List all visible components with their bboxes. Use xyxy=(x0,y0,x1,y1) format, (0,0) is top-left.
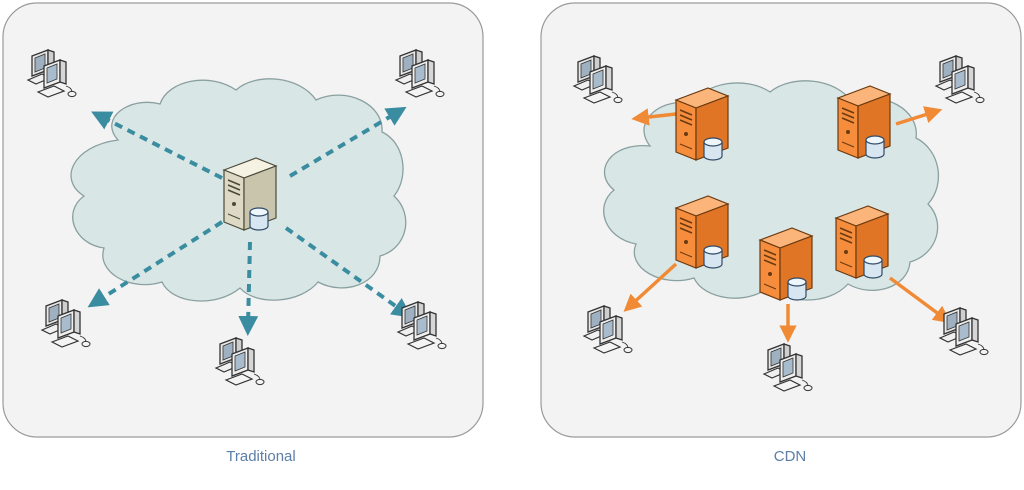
arrow-to-client-bottom-right xyxy=(284,226,413,318)
arrow-to-client-bottom-center xyxy=(238,241,259,336)
arrow-to-client-top-left xyxy=(91,111,223,180)
edge-server xyxy=(835,205,889,279)
database-icon xyxy=(249,207,269,231)
arrow-edge3-to-client xyxy=(623,262,678,312)
arrow-to-client-bottom-left xyxy=(87,220,224,308)
arrow-edge1-to-client xyxy=(631,108,677,126)
database-icon xyxy=(787,277,807,301)
panel-cdn xyxy=(540,2,1022,438)
arrow-to-client-top-right xyxy=(288,106,407,178)
panel-traditional xyxy=(2,2,484,438)
database-icon xyxy=(863,255,883,279)
caption-cdn: CDN xyxy=(773,448,807,465)
edge-server xyxy=(759,227,813,301)
arrow-edge2-to-client xyxy=(895,106,943,126)
database-icon xyxy=(865,135,885,159)
caption-traditional: Traditional xyxy=(226,448,296,465)
edge-server xyxy=(675,195,729,269)
origin-server xyxy=(223,157,277,231)
traditional-arrows xyxy=(87,106,413,336)
cdn-arrows xyxy=(623,106,952,343)
arrow-edge5-to-client xyxy=(888,276,952,324)
edge-server xyxy=(837,85,891,159)
database-icon xyxy=(703,245,723,269)
edge-server xyxy=(675,87,729,161)
database-icon xyxy=(703,137,723,161)
